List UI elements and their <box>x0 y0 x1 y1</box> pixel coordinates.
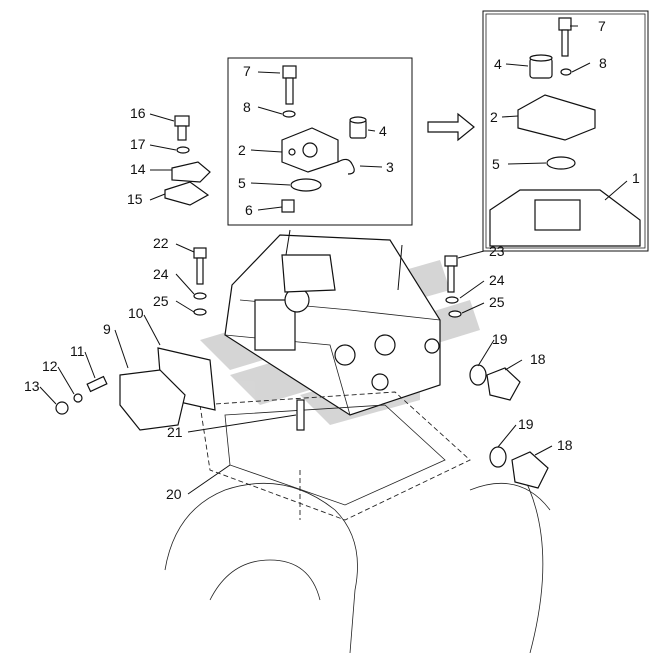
label-19-lower: 19 <box>518 416 534 432</box>
label-7-center: 7 <box>243 63 251 79</box>
label-18-upper: 18 <box>530 351 546 367</box>
right-inset-frame <box>482 10 649 252</box>
right-parts <box>444 255 549 489</box>
left-parts <box>55 115 305 431</box>
label-group: 7 8 4 2 3 5 6 7 4 8 2 5 1 16 17 14 15 22… <box>24 18 640 502</box>
center-inset-parts <box>281 65 367 213</box>
label-20: 20 <box>166 486 182 502</box>
leader-lines <box>39 25 628 495</box>
label-23: 23 <box>489 243 505 259</box>
label-12: 12 <box>42 358 58 374</box>
right-arrow-icon <box>427 112 475 142</box>
label-24-left: 24 <box>153 266 169 282</box>
label-2-center: 2 <box>238 142 246 158</box>
label-1-right: 1 <box>632 170 640 186</box>
label-25-right: 25 <box>489 294 505 310</box>
label-2-right: 2 <box>490 109 498 125</box>
label-4-center: 4 <box>379 123 387 139</box>
case-outline <box>164 469 551 654</box>
label-16: 16 <box>130 105 146 121</box>
label-24-right: 24 <box>489 272 505 288</box>
gasket-plate <box>199 391 471 521</box>
label-22: 22 <box>153 235 169 251</box>
label-17: 17 <box>130 136 146 152</box>
label-21: 21 <box>167 424 183 440</box>
label-5-center: 5 <box>238 175 246 191</box>
label-6-center: 6 <box>245 202 253 218</box>
label-18-lower: 18 <box>557 437 573 453</box>
label-8-center: 8 <box>243 99 251 115</box>
label-8-right: 8 <box>599 55 607 71</box>
label-19-upper: 19 <box>492 331 508 347</box>
label-5-right: 5 <box>492 156 500 172</box>
label-4-right: 4 <box>494 56 502 72</box>
center-inset-frame <box>227 57 413 226</box>
label-13: 13 <box>24 378 40 394</box>
valve-housing <box>224 234 441 416</box>
label-7-right: 7 <box>598 18 606 34</box>
label-9: 9 <box>103 321 111 337</box>
label-3-center: 3 <box>386 159 394 175</box>
label-25-left: 25 <box>153 293 169 309</box>
label-14: 14 <box>130 161 146 177</box>
label-11: 11 <box>70 343 85 359</box>
label-15: 15 <box>127 191 143 207</box>
right-inset-parts <box>489 17 641 247</box>
label-10: 10 <box>128 305 144 321</box>
